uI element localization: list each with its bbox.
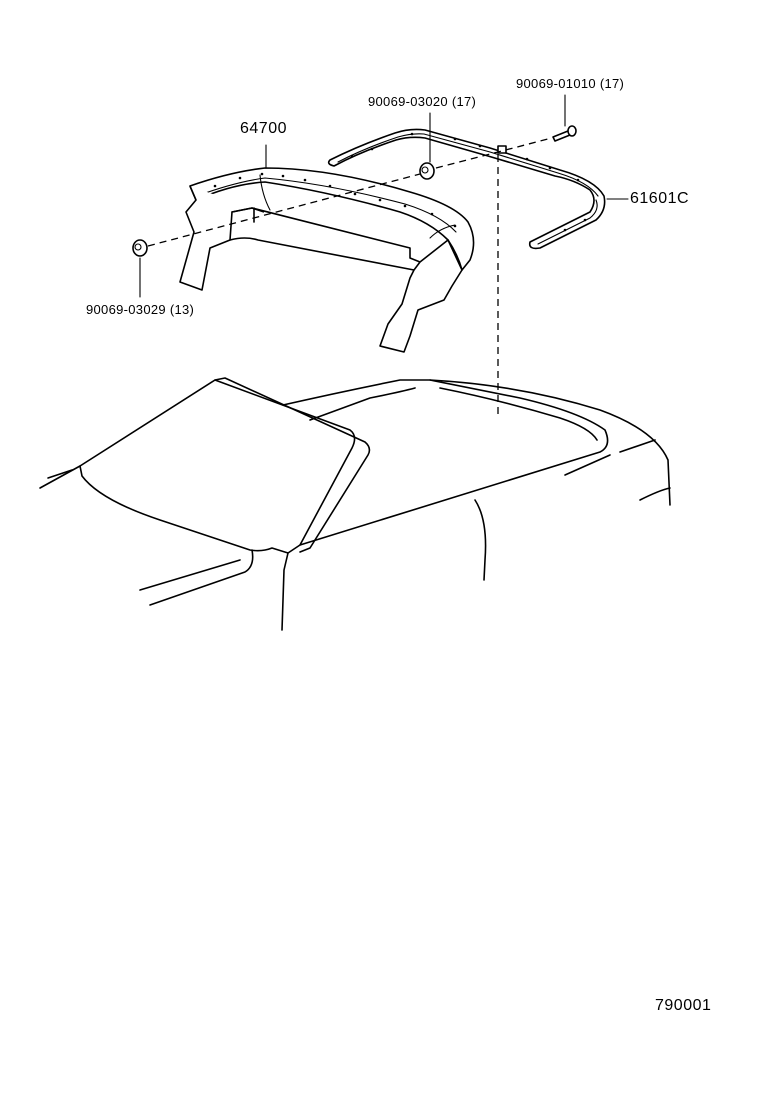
- assembly-lines: [147, 138, 549, 418]
- part-64700-drawing: [179, 167, 475, 353]
- nut-90069-03020-drawing: [419, 162, 435, 180]
- callout-90069-03020: 90069-03020 (17): [368, 94, 477, 109]
- callout-61601C: 61601C: [630, 190, 690, 207]
- callout-64700: 64700: [240, 120, 287, 137]
- leader-lines: [139, 94, 629, 298]
- part-61601C-drawing: [327, 128, 606, 250]
- diagram-code: 790001: [655, 997, 712, 1014]
- callout-90069-01010: 90069-01010 (17): [516, 76, 625, 91]
- callout-90069-03029: 90069-03029 (13): [86, 302, 195, 317]
- screw-90069-01010-drawing: [552, 125, 577, 142]
- nut-90069-03029-drawing: [132, 239, 148, 257]
- car-body-drawing: [39, 377, 671, 631]
